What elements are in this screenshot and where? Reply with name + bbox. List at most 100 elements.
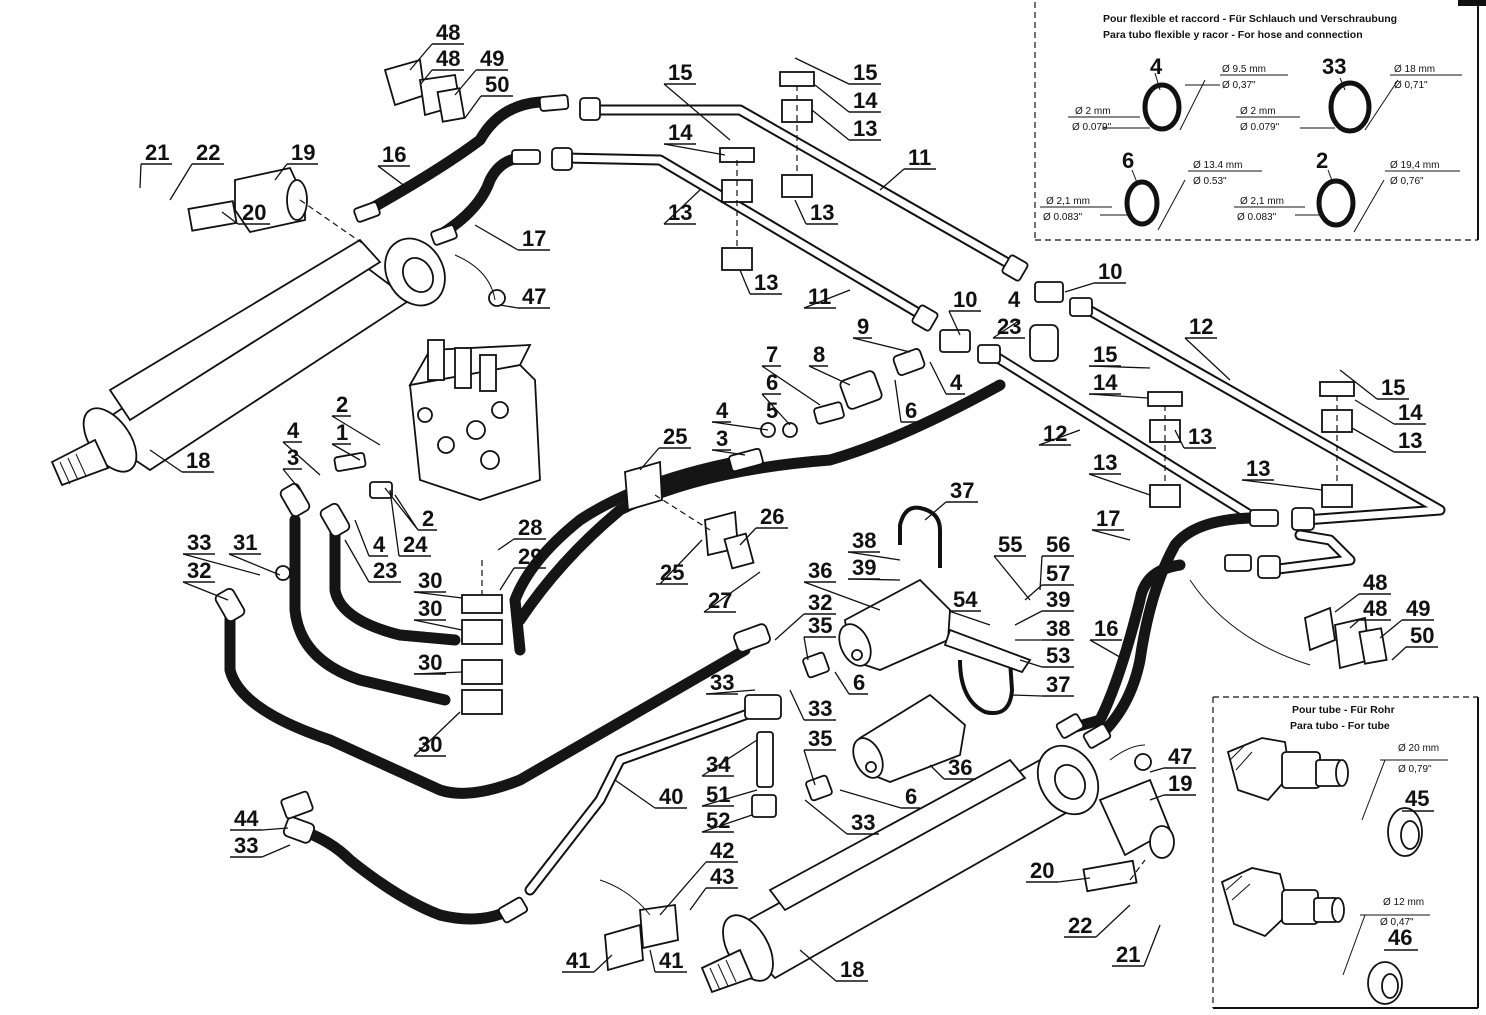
callout: 6 [905,784,917,809]
cylinder-upper [50,237,446,487]
callout: 14 [668,120,693,145]
callout: 32 [187,558,211,583]
callout: 13 [1398,428,1422,453]
callout: 47 [522,284,546,309]
tube-inset-title-1: Pour tube - Für Rohr [1292,704,1395,716]
callout: 16 [382,142,406,167]
tube-46-dia-in: Ø 0,47" [1380,917,1414,928]
callout: 1 [336,420,348,445]
callout: 39 [1046,587,1070,612]
hoses [224,96,1256,925]
callout: 19 [291,140,315,165]
callout: 21 [1116,942,1140,967]
control-valve [408,339,541,501]
callout: 13 [1093,450,1117,475]
hose-inset-title-1: Pour flexible et raccord - Für Schlauch … [1103,13,1397,25]
callout: 9 [857,314,869,339]
hose-ring-33-label: 33 [1322,54,1346,79]
callout: 48 [436,20,460,45]
callout: 36 [808,558,832,583]
callout: 16 [1094,616,1118,641]
callout: 17 [1096,506,1120,531]
callout: 20 [242,200,266,225]
fittings [214,94,1315,924]
callout: 18 [186,448,210,473]
hose-ring-6 [1100,169,1186,231]
callout: 12 [1189,314,1213,339]
callout: 2 [422,506,434,531]
hose-ring-2-wire-in: Ø 0.083" [1237,212,1277,223]
callout: 7 [766,342,778,367]
callout: 4 [716,398,729,423]
callout: 53 [1046,643,1070,668]
hose-ring-4-outer-in: Ø 0,37" [1222,80,1256,91]
callout: 33 [851,810,875,835]
callout: 37 [950,478,974,503]
tube-45-dia-in: Ø 0,79" [1398,764,1432,775]
hose-ring-4-label: 4 [1150,54,1163,79]
callout: 57 [1046,561,1070,586]
callout: 13 [810,200,834,225]
callout: 3 [287,445,299,470]
callout: 4 [287,418,300,443]
callout: 18 [840,957,864,982]
callout: 33 [808,696,832,721]
callout: 50 [1410,623,1434,648]
callout: 13 [668,200,692,225]
cylinder-lower [700,744,1100,994]
callout: 4 [950,370,963,395]
callout: 14 [1093,370,1118,395]
callout: 21 [145,140,169,165]
hose-ring-4-wire-mm: Ø 2 mm [1075,106,1111,117]
callout: 8 [813,342,825,367]
hose-ring-33-wire-mm: Ø 2 mm [1240,106,1276,117]
callout: 47 [1168,744,1192,769]
hose-ring-6-label: 6 [1122,148,1134,173]
callout: 48 [436,46,460,71]
callout-labels: 48 48 49 50 21 22 19 20 16 17 15 14 13 1… [145,20,1434,982]
callout: 15 [853,60,877,85]
callout: 33 [187,530,211,555]
callout: 37 [1046,672,1070,697]
callout: 28 [518,515,542,540]
callout: 41 [566,948,590,973]
callout: 17 [522,226,546,251]
callout: 14 [853,88,878,113]
callout: 54 [953,587,978,612]
callout: 35 [808,613,832,638]
callout: 31 [233,530,257,555]
callout: 30 [418,732,442,757]
hose-ring-2-outer-in: Ø 0,76" [1390,176,1424,187]
rigid-tubes [524,104,1446,896]
callout: 26 [760,504,784,529]
callout: 6 [853,670,865,695]
hose-ring-6-outer-mm: Ø 13.4 mm [1193,160,1242,171]
tube-inset-title-2: Para tubo - For tube [1290,720,1390,732]
callout: 38 [1046,616,1070,641]
hose-ring-2-label: 2 [1316,148,1328,173]
callout: 24 [403,532,428,557]
callout: 22 [196,140,220,165]
hose-inset-title-2: Para tubo flexible y racor - For hose an… [1103,29,1363,41]
callout: 43 [710,864,734,889]
callout: 23 [373,558,397,583]
callout: 14 [1398,400,1423,425]
callout: 13 [1188,424,1212,449]
hose-ring-33-wire-in: Ø 0.079" [1240,122,1280,133]
callout: 39 [852,555,876,580]
callout: 25 [660,560,684,585]
callout: 48 [1363,596,1387,621]
callout: 13 [754,270,778,295]
hose-ring-4-wire-in: Ø 0.079" [1072,122,1112,133]
callout: 6 [905,398,917,423]
hose-ring-33-outer-in: Ø 0,71" [1394,80,1428,91]
callout: 55 [998,532,1022,557]
hose-ring-4 [1102,72,1220,132]
callout: 56 [1046,532,1070,557]
callout: 11 [908,145,931,170]
callout: 11 [808,284,831,309]
callout: 30 [418,650,442,675]
tube-46-label: 46 [1388,925,1412,950]
callout: 15 [668,60,692,85]
